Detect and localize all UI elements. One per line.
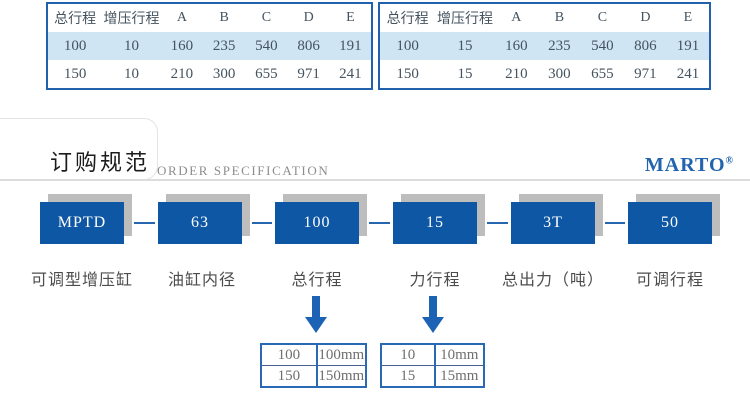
table-row: 100 100mm xyxy=(260,343,368,366)
cell: 241 xyxy=(339,65,362,82)
code-connector xyxy=(134,222,155,224)
cell: 235 xyxy=(203,32,246,60)
table-row: 150 150mm xyxy=(260,365,368,388)
registered-mark-icon: ® xyxy=(725,155,734,167)
code-text: 15 xyxy=(426,214,444,231)
brand-name: MARTO xyxy=(644,154,726,176)
cell: 540 xyxy=(580,32,624,60)
cell: 806 xyxy=(287,32,330,60)
force-stroke-options-table: 10 10mm 15 15mm xyxy=(380,343,486,388)
cell: 300 xyxy=(548,65,571,82)
order-code-box-model: MPTD xyxy=(40,202,124,244)
segment-label: 力行程 xyxy=(409,272,461,289)
cell: 540 xyxy=(245,32,288,60)
cell: 15 xyxy=(435,32,495,60)
table-row: 10 10mm xyxy=(380,343,486,366)
cell: 655 xyxy=(255,65,278,82)
col-header: A xyxy=(511,10,522,25)
cell: 150mm xyxy=(315,365,368,388)
order-code-box-output: 3T xyxy=(511,202,595,244)
table-row: 150 15 210 300 655 971 241 xyxy=(379,60,710,89)
code-connector xyxy=(252,222,272,224)
table-row: 150 10 210 300 655 971 241 xyxy=(47,60,372,89)
cell: 971 xyxy=(634,65,657,82)
order-code-box-adj-stroke: 50 xyxy=(628,202,712,244)
segment-label: 总出力（吨） xyxy=(501,272,604,289)
down-arrow-icon xyxy=(422,317,444,333)
col-header: E xyxy=(683,10,693,25)
cell: 15mm xyxy=(433,365,486,388)
cell: 150 xyxy=(260,365,318,388)
col-header: 增压行程 xyxy=(103,12,160,27)
cell: 150 xyxy=(63,65,87,82)
col-header: 增压行程 xyxy=(437,12,494,27)
cell: 10 xyxy=(380,343,436,366)
code-text: MPTD xyxy=(57,214,107,231)
col-header: 总行程 xyxy=(386,12,429,27)
table-header-row: 总行程 增压行程 A B C D E xyxy=(379,3,710,32)
table-row: 100 10 160 235 540 806 191 xyxy=(47,32,372,60)
segment-label: 可调行程 xyxy=(635,272,704,289)
horizontal-divider xyxy=(0,179,750,181)
cell: 15 xyxy=(380,365,436,388)
cell: 100 xyxy=(47,32,103,60)
cell: 655 xyxy=(591,65,614,82)
cell: 100 xyxy=(260,343,318,366)
cell: 210 xyxy=(170,65,194,82)
table-header-row: 总行程 增压行程 A B C D E xyxy=(47,3,372,32)
col-header: B xyxy=(219,10,229,25)
down-arrow-icon xyxy=(305,317,327,333)
order-code-box-force-stroke: 15 xyxy=(393,202,477,244)
table-row: 100 15 160 235 540 806 191 xyxy=(379,32,710,60)
section-subtitle: ORDER SPECIFICATION xyxy=(157,163,330,178)
code-connector xyxy=(487,222,508,224)
col-header: D xyxy=(303,10,314,25)
cell: 160 xyxy=(494,32,538,60)
col-header: C xyxy=(261,10,272,25)
cell: 10 xyxy=(102,32,161,60)
segment-label: 可调型增压缸 xyxy=(30,272,133,289)
cell: 300 xyxy=(212,65,236,82)
col-header: A xyxy=(176,10,187,25)
cell: 210 xyxy=(505,65,528,82)
order-code-box-total-stroke: 100 xyxy=(275,202,359,244)
order-code-box-bore: 63 xyxy=(158,202,242,244)
cell: 160 xyxy=(160,32,203,60)
code-text: 63 xyxy=(191,214,209,231)
brand-logo: MARTO® xyxy=(645,154,734,177)
cell: 806 xyxy=(623,32,667,60)
segment-label: 油缸内径 xyxy=(167,272,236,289)
cell: 10 xyxy=(124,65,139,82)
cell: 10mm xyxy=(433,343,486,366)
cell: 241 xyxy=(676,65,700,82)
cell: 100 xyxy=(379,32,436,60)
stroke-spec-table-right: 总行程 增压行程 A B C D E 100 15 160 235 540 80… xyxy=(378,2,711,90)
segment-label: 总行程 xyxy=(291,272,343,289)
cell: 150 xyxy=(396,65,419,82)
cell: 191 xyxy=(666,32,710,60)
code-text: 50 xyxy=(661,214,679,231)
col-header: D xyxy=(640,10,651,25)
cell: 15 xyxy=(457,65,473,82)
section-title: 订购规范 xyxy=(50,150,151,175)
down-arrow-icon xyxy=(429,296,437,318)
code-connector xyxy=(605,222,625,224)
stroke-spec-table-left: 总行程 增压行程 A B C D E 100 10 160 235 540 80… xyxy=(46,2,373,90)
table-row: 15 15mm xyxy=(380,365,486,388)
down-arrow-icon xyxy=(312,296,320,318)
cell: 100mm xyxy=(315,343,368,366)
code-text: 3T xyxy=(543,214,563,231)
cell: 971 xyxy=(297,65,320,82)
section-heading-plate xyxy=(0,118,158,180)
col-header: B xyxy=(554,10,565,25)
code-connector xyxy=(369,222,390,224)
total-stroke-options-table: 100 100mm 150 150mm xyxy=(260,343,368,388)
col-header: 总行程 xyxy=(54,12,97,27)
code-text: 100 xyxy=(303,214,331,231)
col-header: C xyxy=(597,10,608,25)
cell: 235 xyxy=(537,32,581,60)
cell: 191 xyxy=(329,32,372,60)
col-header: E xyxy=(346,10,355,25)
